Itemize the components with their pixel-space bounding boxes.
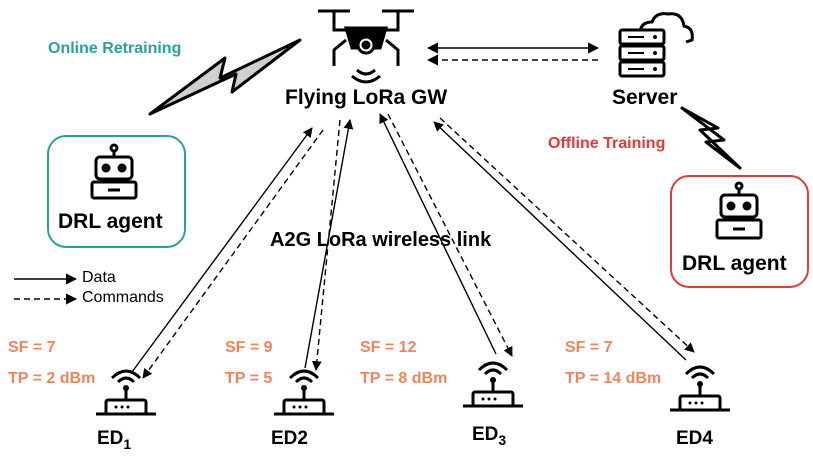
legend-data-label: Data <box>82 269 116 286</box>
gateway-device-icon <box>274 385 334 416</box>
ed2-tp: TP = 5 <box>225 370 273 387</box>
data-link-ed3 <box>379 113 497 355</box>
ed3-tp: TP = 8 dBm <box>360 370 448 387</box>
wifi-icon <box>477 361 509 376</box>
gateway-device-icon <box>463 377 523 408</box>
ed3-sf: SF = 12 <box>360 339 417 356</box>
data-link-ed4 <box>433 121 687 361</box>
data-link-ed1 <box>131 127 313 373</box>
command-link-ed3 <box>387 113 513 357</box>
drone-icon <box>318 9 414 84</box>
flying-gw-title: Flying LoRa GW <box>285 86 448 109</box>
drl-agent-right-label: DRL agent <box>682 252 787 275</box>
link-label: A2G LoRa wireless link <box>270 229 492 251</box>
lightning-icon <box>148 38 302 116</box>
ed1-sf: SF = 7 <box>8 339 56 356</box>
wifi-icon <box>684 365 716 380</box>
ed4-name: ED4 <box>676 428 713 449</box>
wifi-icon <box>288 369 320 384</box>
offline-training-label: Offline Training <box>548 135 666 152</box>
robot-icon <box>715 181 763 240</box>
cloud-icon <box>638 12 694 44</box>
gateway-device-icon <box>670 381 730 412</box>
ed2-sf: SF = 9 <box>225 339 273 356</box>
ed2-name: ED2 <box>271 428 308 449</box>
ed1-tp: TP = 2 dBm <box>8 370 96 387</box>
wifi-icon <box>110 369 142 384</box>
ed1-name: ED1 <box>97 428 132 452</box>
ed3-name: ED3 <box>472 424 507 448</box>
robot-icon <box>90 143 138 200</box>
command-link-ed1 <box>142 129 324 379</box>
legend-commands-label: Commands <box>82 289 164 306</box>
lightning-icon <box>680 106 742 170</box>
gateway-device-icon <box>96 385 156 416</box>
server-label: Server <box>612 86 678 109</box>
drl-agent-left-label: DRL agent <box>58 210 163 233</box>
command-link-ed4 <box>439 117 695 353</box>
ed4-tp: TP = 14 dBm <box>565 370 662 387</box>
command-link-ed2 <box>311 119 341 371</box>
server-icon <box>618 12 694 78</box>
ed4-sf: SF = 7 <box>565 339 613 356</box>
online-retraining-label: Online Retraining <box>48 40 182 57</box>
